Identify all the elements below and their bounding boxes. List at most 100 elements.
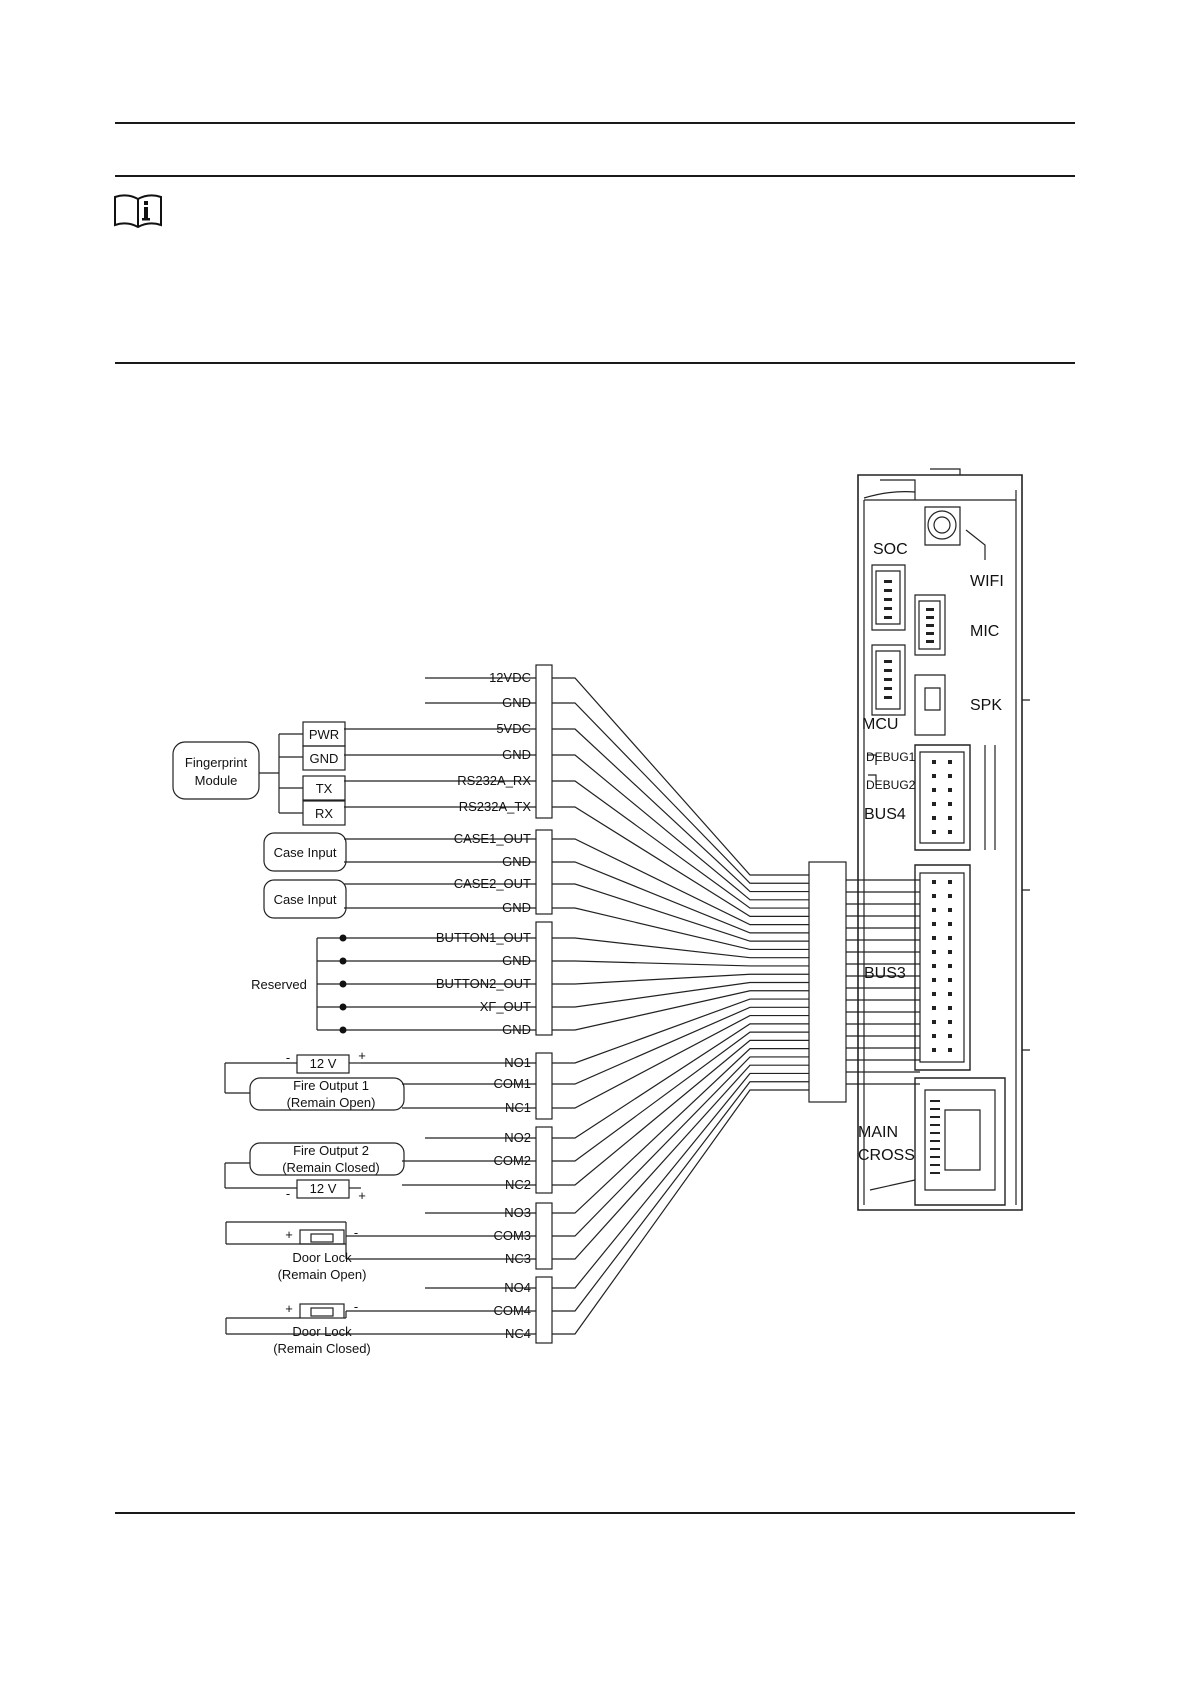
pin [926,632,934,635]
pin [930,1108,940,1110]
case-input-1-label: Case Input [274,845,337,860]
fan-wire [552,883,809,942]
pin [932,880,936,884]
terminal-com1: COM1 [493,1076,531,1091]
fire1-minus: - [286,1050,290,1065]
footer-rule [115,1512,1075,1514]
fan-wire [552,973,809,985]
terminal-block-relay3 [535,1202,553,1270]
pin [884,580,892,583]
terminal-gnd-6: GND [502,1022,531,1037]
terminal-gnd-1: GND [502,695,531,710]
reserved-dots [339,934,347,1034]
pin [884,660,892,663]
terminal-no1: NO1 [504,1055,531,1070]
pin [932,894,936,898]
pin [884,589,892,592]
device-label-main: MAIN [858,1124,898,1141]
terminal-no3: NO3 [504,1205,531,1220]
pin [930,1140,940,1142]
fan-wire [552,861,809,934]
device-label-mcu: MCU [862,716,898,733]
lock2-label-2: (Remain Closed) [273,1341,371,1356]
device-label-soc: SOC [873,541,908,558]
terminal-nc1: NC1 [505,1100,531,1115]
terminal-nc4: NC4 [505,1326,531,1341]
fire2-plus: + [358,1188,366,1203]
pin [948,936,952,940]
pin [884,616,892,619]
terminal-block-power [535,664,553,819]
fan-wire [552,1039,809,1186]
case-input-2-box [263,879,347,919]
connector-pins [884,580,952,1174]
pin [932,978,936,982]
pin [948,830,952,834]
pin [948,880,952,884]
fan-wire [552,981,809,1008]
pin [948,950,952,954]
pin [948,788,952,792]
fan-wire [552,780,809,909]
terminal-gnd-3: GND [502,854,531,869]
pin [932,1020,936,1024]
fan-wire [552,677,809,876]
device-label-cross: CROSS [858,1147,915,1164]
pin [930,1124,940,1126]
fingerprint-pin-pwr: PWR [309,727,339,742]
pin [932,1034,936,1038]
terminal-12vdc: 12VDC [489,670,531,685]
pin [926,624,934,627]
device-label-spk: SPK [970,697,1002,714]
terminal-no2: NO2 [504,1130,531,1145]
terminal-block-button [535,921,553,1036]
terminal-com2: COM2 [493,1153,531,1168]
terminal-block-case [535,829,553,915]
pin [930,1172,940,1174]
fan-wire [552,1006,809,1085]
fan-wires [552,677,809,1335]
pin [948,1034,952,1038]
fire2-label-2: (Remain Closed) [282,1160,380,1175]
terminal-case1-out: CASE1_OUT [454,831,531,846]
reserved-label: Reserved [251,977,307,992]
fire1-label-2: (Remain Open) [287,1095,376,1110]
lock1-minus: - [354,1225,358,1240]
terminal-nc3: NC3 [505,1251,531,1266]
header-rule [115,122,1075,124]
terminal-no4: NO4 [504,1280,531,1295]
lock1-label-1: Door Lock [292,1250,352,1265]
terminal-case2-out: CASE2_OUT [454,876,531,891]
lock2-label-1: Door Lock [292,1324,352,1339]
pin [932,992,936,996]
lock2-plus: + [285,1301,293,1316]
fire2-psu-label: 12 V [310,1181,337,1196]
fan-wire [552,702,809,884]
fan-wire [552,1048,809,1214]
pin [884,696,892,699]
controller-device [857,468,1030,1211]
pin [948,894,952,898]
fire1-psu-label: 12 V [310,1056,337,1071]
pin [948,922,952,926]
pin [932,936,936,940]
pin [932,908,936,912]
pin [932,1006,936,1010]
terminal-nc2: NC2 [505,1177,531,1192]
device-label-bus3: BUS3 [864,965,906,982]
terminal-wires [226,677,536,1335]
pin [930,1164,940,1166]
pin [884,598,892,601]
pin [926,616,934,619]
pin [884,669,892,672]
connector-output-wires [846,879,920,1085]
terminal-rs232a-rx: RS232A_RX [457,773,531,788]
device-label-mic: MIC [970,623,999,640]
lock1-plus: + [285,1227,293,1242]
fire-output-2-box [249,1142,405,1176]
fan-wire [552,1056,809,1237]
pin [948,964,952,968]
fan-wire [552,1023,809,1139]
fingerprint-label-2: Module [195,773,238,788]
